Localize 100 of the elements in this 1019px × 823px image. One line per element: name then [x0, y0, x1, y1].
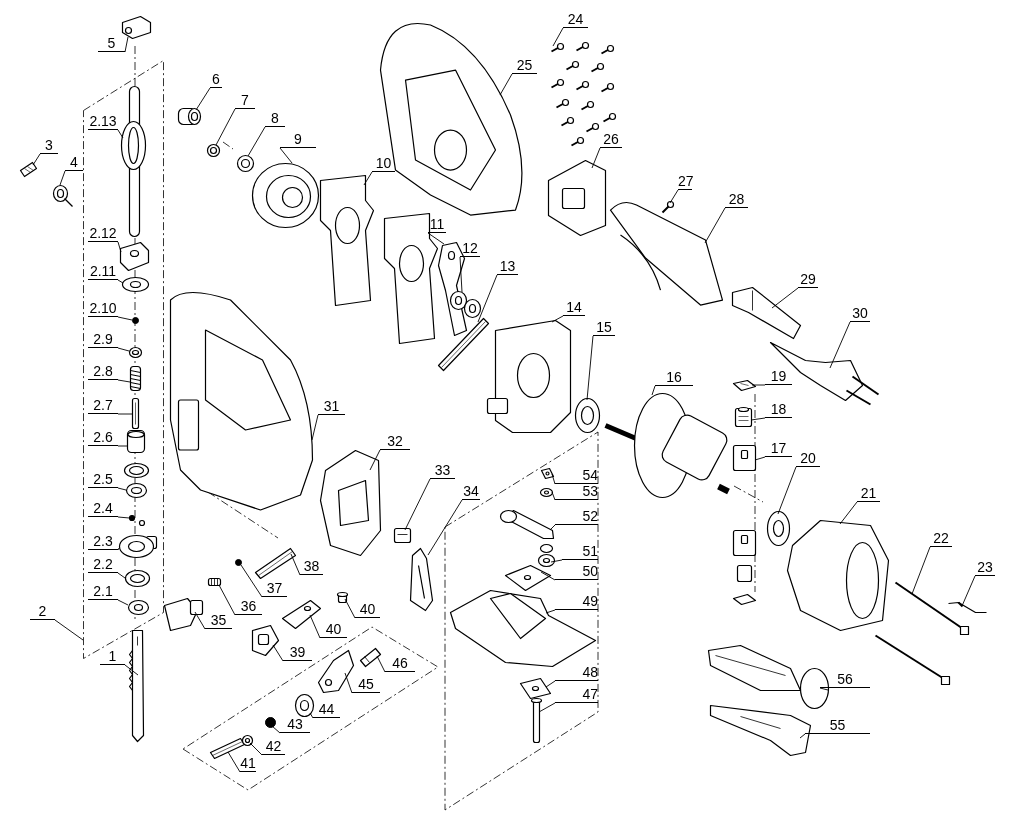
- leader-line: [117, 129, 124, 139]
- gear-housing-plate: [485, 318, 572, 434]
- callout-number: 14: [563, 299, 585, 316]
- leader-line: [117, 445, 128, 447]
- callout-number: 2.2: [88, 556, 118, 573]
- callout-number: 39: [283, 644, 312, 661]
- callout-number: 2.12: [88, 225, 118, 242]
- housing: [168, 291, 314, 512]
- ring: [240, 733, 254, 747]
- callout-number: 2.8: [88, 363, 118, 380]
- leader-line: [961, 575, 976, 607]
- leader-line: [819, 687, 829, 691]
- leader-line: [117, 487, 127, 491]
- washer: [538, 486, 554, 498]
- leader-line: [552, 27, 564, 47]
- callout-number: 42: [262, 738, 285, 755]
- knob: [162, 596, 204, 632]
- callout-number: 28: [725, 191, 748, 208]
- leader-line: [477, 274, 498, 323]
- callout-number: 2.13: [88, 113, 118, 130]
- callout-number: 43: [280, 716, 310, 733]
- leader-line: [227, 751, 241, 773]
- wire-clip: [408, 546, 434, 612]
- leader-line: [344, 598, 356, 619]
- bracket: [118, 240, 150, 272]
- leader-line: [669, 189, 679, 204]
- ball: [233, 557, 243, 567]
- callout-number: 54: [555, 467, 598, 484]
- lever: [316, 648, 355, 694]
- callout-number: 23: [975, 559, 995, 576]
- leader-line: [311, 414, 319, 441]
- leader-line: [839, 501, 858, 525]
- callout-number: 46: [385, 655, 415, 672]
- stator: [785, 518, 890, 632]
- callout-number: 53: [555, 483, 598, 500]
- bushing: [176, 106, 202, 126]
- bolt: [529, 696, 543, 744]
- leader-line: [117, 347, 130, 352]
- cable-sleeve: [730, 285, 802, 340]
- leader-line: [550, 559, 563, 563]
- ball-pair: [128, 514, 146, 527]
- block: [392, 526, 412, 544]
- leader-line: [551, 473, 556, 485]
- armature: [603, 391, 731, 499]
- leader-line: [117, 316, 133, 321]
- leader-line: [194, 611, 206, 630]
- leader-line: [540, 571, 556, 581]
- bushing: [51, 183, 74, 208]
- cable-cover: [708, 703, 812, 757]
- leader-line: [545, 680, 556, 688]
- callout-number: 51: [562, 543, 598, 560]
- washer: [124, 481, 148, 499]
- wire-clip: [946, 600, 988, 614]
- leader-line: [427, 499, 463, 556]
- spring: [128, 364, 142, 392]
- set-screw: [18, 160, 38, 178]
- plate: [503, 563, 552, 592]
- leader-line: [249, 742, 263, 756]
- leader-line: [771, 287, 799, 309]
- leader-line: [704, 207, 726, 244]
- ball-bearing: [765, 509, 791, 547]
- screw-set: [549, 40, 617, 147]
- wire-leads: [873, 580, 970, 686]
- callout-number: 55: [805, 717, 870, 734]
- callout-number: 34: [462, 483, 480, 500]
- callout-number: 16: [655, 369, 693, 386]
- sleeve-with-ring: [122, 428, 150, 479]
- callout-number: 2.1: [88, 583, 118, 600]
- leader-line: [586, 335, 594, 401]
- brush-holder: [731, 443, 757, 472]
- callout-number: 2.4: [88, 500, 118, 517]
- wire-harness: [706, 643, 830, 710]
- spring: [206, 576, 222, 587]
- leader-line: [551, 491, 556, 501]
- ring-pair: [536, 542, 556, 568]
- washer: [235, 153, 255, 173]
- leader-line: [459, 256, 463, 293]
- leader-line: [195, 87, 211, 111]
- leader-line: [376, 655, 386, 673]
- callout-number: 20: [796, 450, 820, 467]
- callout-number: 7: [235, 92, 255, 109]
- leader-line: [32, 153, 41, 166]
- leader-line: [344, 672, 353, 694]
- leader-line: [363, 171, 373, 186]
- leader-line: [750, 417, 766, 421]
- screw: [335, 590, 349, 604]
- pin: [253, 546, 297, 580]
- leader-line: [591, 147, 601, 169]
- leader-line: [754, 456, 766, 461]
- ball: [130, 315, 140, 325]
- callout-number: 27: [678, 173, 692, 190]
- leader-line: [538, 702, 556, 713]
- washer: [126, 598, 150, 616]
- ring: [205, 142, 221, 158]
- leader-line: [551, 315, 564, 323]
- callout-number: 35: [205, 612, 232, 629]
- leader-line: [911, 546, 931, 595]
- callout-number: 24: [563, 11, 588, 28]
- leader-line: [499, 73, 513, 96]
- callout-number: 18: [765, 401, 792, 418]
